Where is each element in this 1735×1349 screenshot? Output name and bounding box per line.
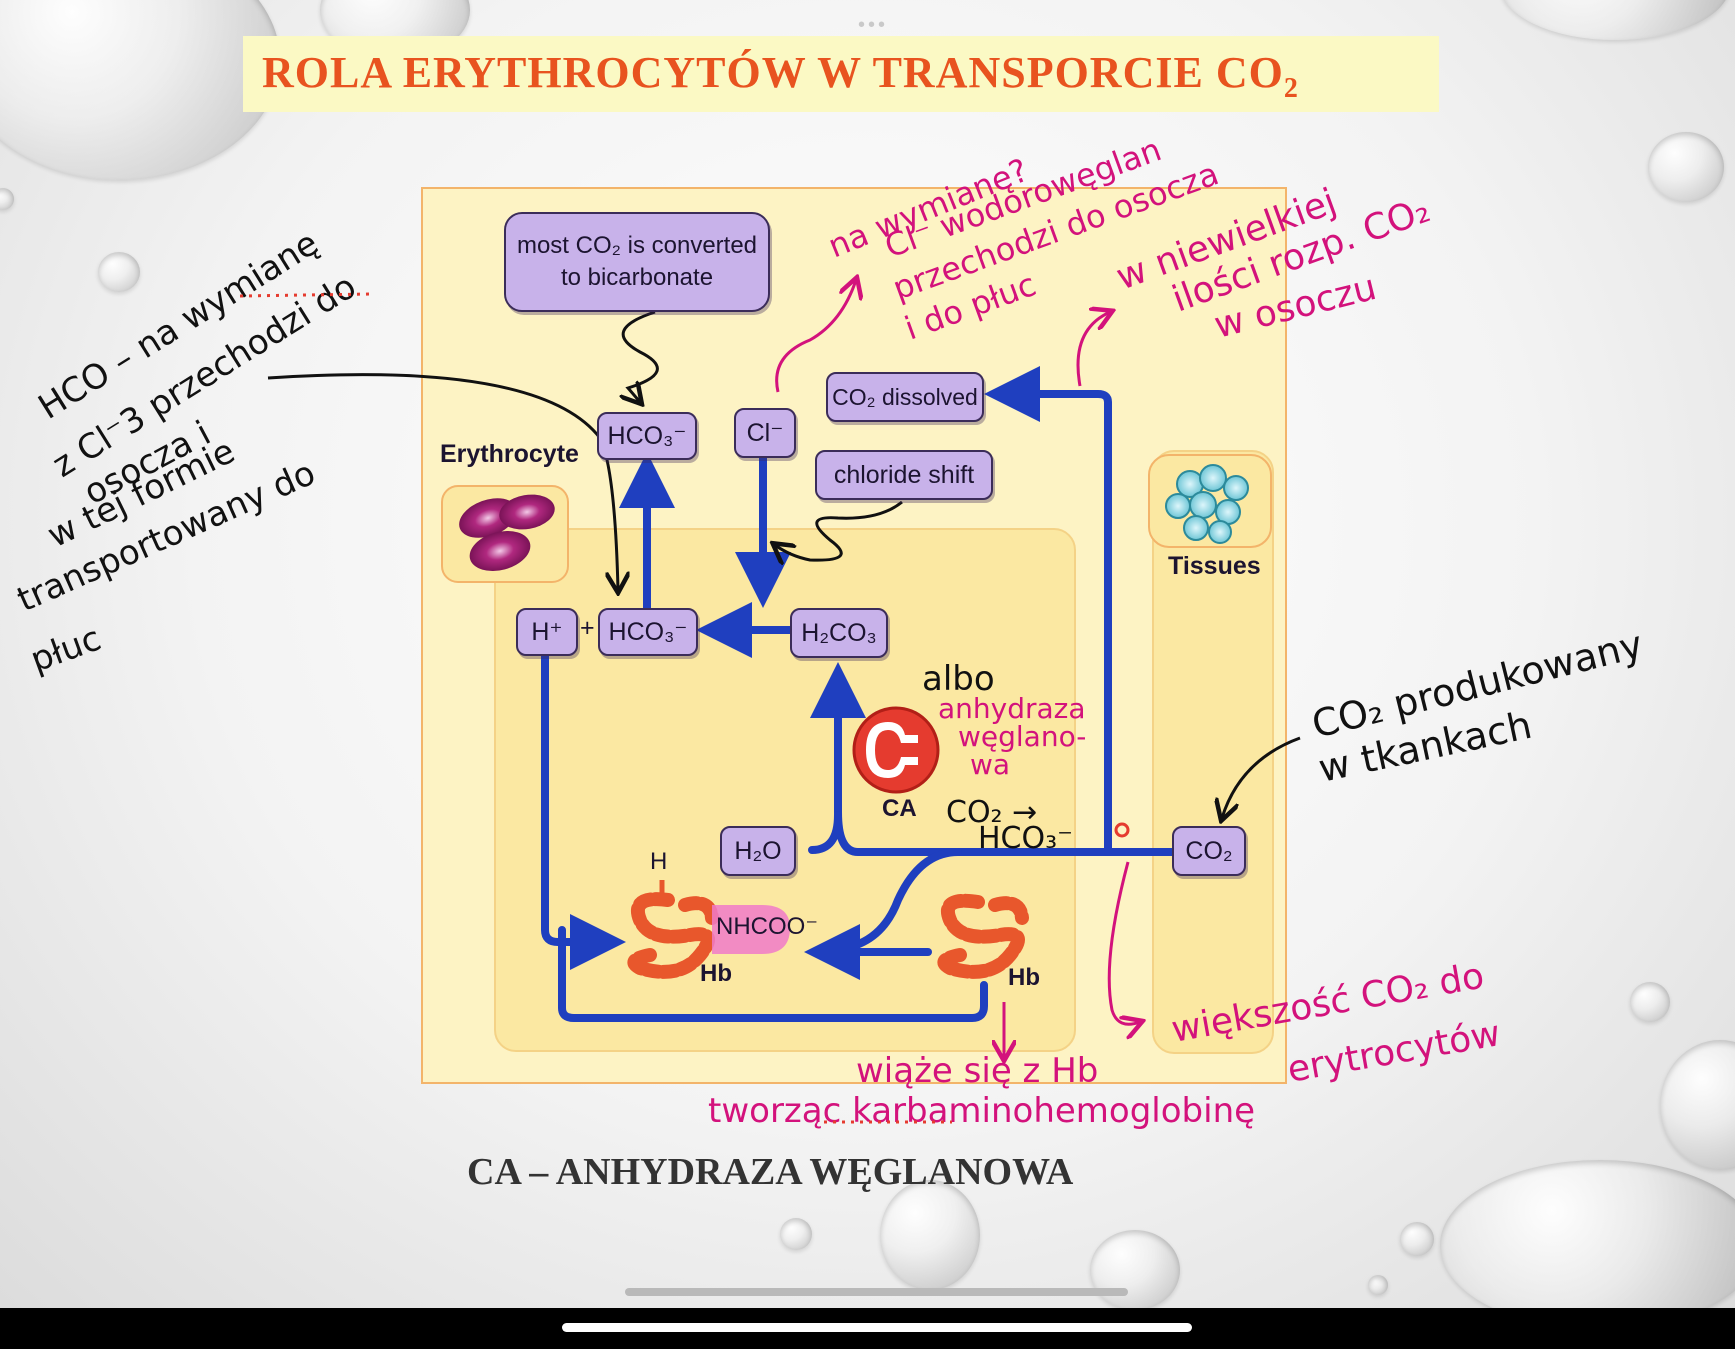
note-connector <box>623 310 659 402</box>
h-plus-down-line <box>541 646 626 970</box>
h2co3-box: H₂CO₃ <box>790 608 888 658</box>
albo-note: albo <box>922 659 995 699</box>
right-annotation-arrow <box>1222 736 1301 818</box>
reaction-line: HCO₃⁻ <box>978 821 1073 856</box>
bottom-magenta-annotation: wiąże się z Hb tworząc karbaminohemoglob… <box>708 1051 1255 1131</box>
h2o-box: H₂O <box>720 826 796 876</box>
h-atom-label: H <box>650 848 668 875</box>
annotation-line: tworząc karbaminohemoglobinę <box>708 1091 1255 1131</box>
reaction-line: CO₂ → <box>946 795 1037 830</box>
bottom-right-magenta-arrow <box>1107 861 1140 1024</box>
annotation-line: węglano- <box>958 720 1086 753</box>
red-dot-marker <box>1114 822 1130 838</box>
plus-sign: + <box>580 614 595 642</box>
scroll-indicator[interactable] <box>625 1288 1128 1296</box>
top-magenta-arrow <box>775 280 856 393</box>
annotation-line: płuc <box>25 618 106 680</box>
chloride-shift-connector <box>775 500 903 560</box>
co2-dissolved-box: CO₂ dissolved <box>826 372 984 422</box>
right-black-annotation: CO₂ produkowany w tkankach <box>1308 622 1648 791</box>
co2-dissolved-arrow <box>984 366 1112 856</box>
tissues-icon <box>1148 454 1272 548</box>
slide-background: ••• ROLA ERYTHROCYTÓW W TRANSPORCIE CO2 <box>0 0 1735 1308</box>
erythrocyte-icon <box>441 485 569 583</box>
hemoglobin-right-label: Hb <box>1008 964 1040 991</box>
chloride-shift-box: chloride shift <box>815 450 993 500</box>
tissues-label: Tissues <box>1168 552 1261 580</box>
water-drop-decoration <box>0 188 14 210</box>
left-annotation-arrow <box>267 373 618 590</box>
tissue-column <box>1152 450 1274 1054</box>
co2-to-hb-line <box>828 848 962 954</box>
carbamino-highlight <box>712 905 790 954</box>
hemoglobin-left-icon <box>627 880 719 979</box>
co2-tissue-box: CO₂ <box>1172 826 1246 876</box>
water-drop-decoration <box>1630 982 1670 1022</box>
water-drop-decoration <box>1648 132 1724 202</box>
h-plus-box: H⁺ <box>516 608 578 656</box>
water-drop-decoration <box>1400 1222 1434 1256</box>
water-drop-decoration <box>880 1180 980 1290</box>
hco3-top-box: HCO₃⁻ <box>597 412 697 460</box>
slide-title: ROLA ERYTHROCYTÓW W TRANSPORCIE CO2 <box>262 48 1299 104</box>
mid-magenta-annotation: anhydraza węglano- wa <box>938 692 1086 781</box>
bottom-right-magenta-annotation: większość CO₂ do erytrocytów <box>1168 956 1503 1091</box>
top-magenta-annotation: na wymianę? Cl⁻ wodorowęglan przechodzi … <box>823 130 1224 347</box>
footer-title: CA – ANHYDRAZA WĘGLANOWA <box>467 1151 1074 1193</box>
ca-label: CA <box>882 795 917 822</box>
left-black-annotation: HCO – na wymianę z Cl⁻3 przechodzi do os… <box>11 223 363 680</box>
right-top-magenta-arrow <box>1076 312 1110 387</box>
hco3-mid-box: HCO₃⁻ <box>598 608 698 656</box>
co2-reaction-note: CO₂ → HCO₃⁻ <box>946 795 1073 856</box>
bottom-loop-line <box>558 926 988 1022</box>
diagram-svg: HCO – na wymianę z Cl⁻3 przechodzi do os… <box>11 130 1648 1131</box>
top-menu-dots[interactable]: ••• <box>858 14 889 36</box>
water-drop-decoration <box>1440 1160 1735 1308</box>
h2o-merge-line <box>808 811 842 854</box>
carbamino-label: NHCOO⁻ <box>716 913 818 940</box>
home-indicator[interactable] <box>562 1323 1192 1332</box>
carbonic-anhydrase-icon <box>852 706 940 794</box>
water-drop-decoration <box>98 252 140 292</box>
water-drop-decoration <box>1368 1275 1388 1295</box>
hemoglobin-right-icon <box>937 893 1029 979</box>
bicarbonate-note-box: most CO₂ is converted to bicarbonate <box>504 212 770 312</box>
water-drop-decoration <box>780 1218 812 1250</box>
spelling-underline <box>239 292 373 298</box>
annotation-line: wiąże się z Hb <box>856 1051 1098 1091</box>
chloride-ion-box: Cl⁻ <box>734 408 796 458</box>
title-banner <box>243 36 1439 112</box>
annotation-line: wa <box>970 748 1010 781</box>
erythrocyte-label: Erythrocyte <box>440 440 579 468</box>
annotation-line: anhydraza <box>938 692 1086 725</box>
hemoglobin-left-label: Hb <box>700 960 732 987</box>
pathway-arrows <box>541 366 1176 1022</box>
